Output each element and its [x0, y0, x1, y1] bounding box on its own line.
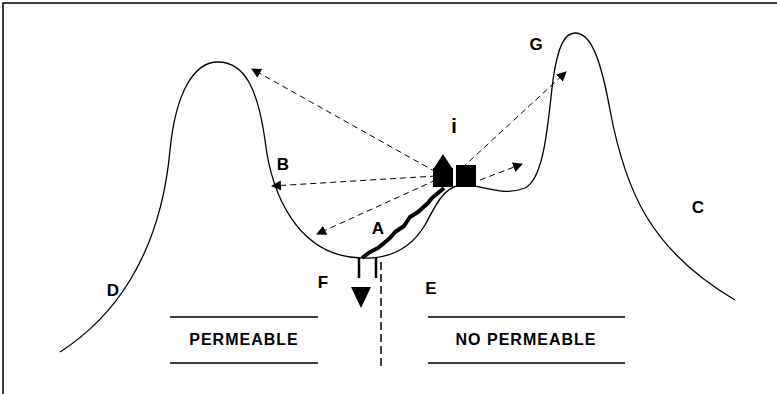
- callout-letter: A: [372, 220, 384, 237]
- sight-arrows: [252, 69, 566, 234]
- building-symbol: [433, 154, 476, 187]
- water-table-symbol: [351, 287, 371, 308]
- callout-letter: E: [425, 280, 436, 297]
- drainage-line: [362, 188, 444, 258]
- callout-letter: B: [277, 156, 289, 173]
- frame: [3, 3, 777, 394]
- callout-letter: G: [529, 36, 542, 53]
- callout-letter: C: [692, 199, 704, 216]
- callout-letter: F: [318, 274, 328, 291]
- point-label: i: [451, 116, 457, 136]
- layer-lines: [170, 317, 625, 363]
- callout-letter: D: [107, 282, 119, 299]
- terrain-profile: [60, 33, 735, 352]
- layer-label: NO PERMEABLE: [456, 332, 597, 348]
- layer-label: PERMEABLE: [189, 332, 298, 348]
- well-symbol: [359, 258, 381, 366]
